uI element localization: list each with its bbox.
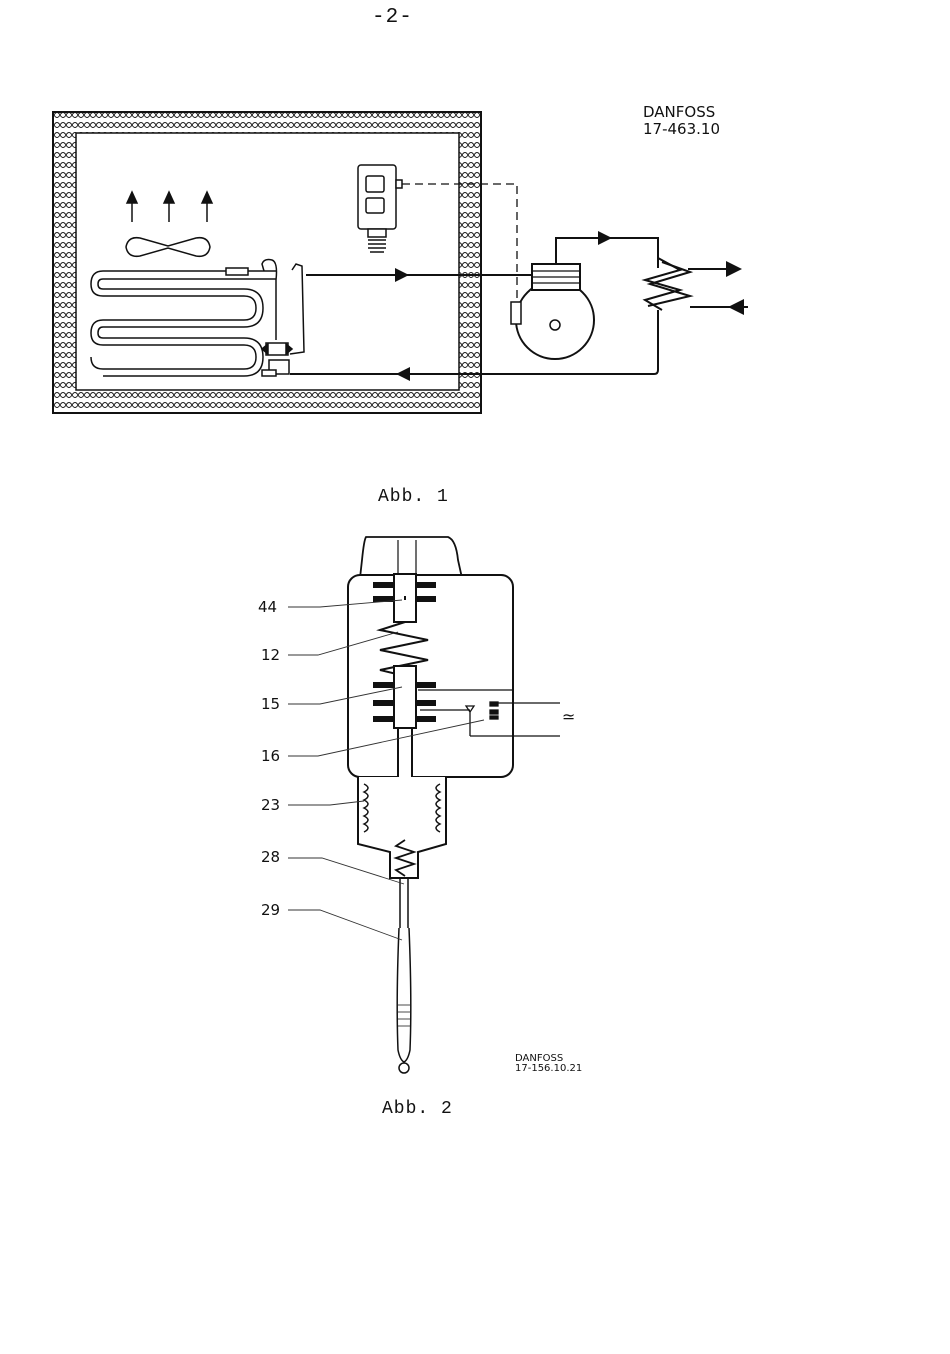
callout-44: 44 <box>258 598 277 616</box>
adjusting-spindle <box>394 574 416 622</box>
callout-12: 12 <box>261 646 280 664</box>
callout-16: 16 <box>261 747 280 765</box>
thermostat-housing <box>348 575 513 777</box>
bellows-housing <box>358 777 446 878</box>
callout-29: 29 <box>261 901 280 919</box>
knob-icon <box>360 537 462 578</box>
callout-28: 28 <box>261 848 280 866</box>
figure-2-caption: Abb. 2 <box>382 1099 453 1119</box>
callout-15: 15 <box>261 695 280 713</box>
capillary-sensor <box>397 878 411 1073</box>
callout-23: 23 <box>261 796 280 814</box>
ac-symbol: ≃ <box>562 707 575 726</box>
figure-2-reference-line2: 17-156.10.21 <box>515 1064 582 1074</box>
